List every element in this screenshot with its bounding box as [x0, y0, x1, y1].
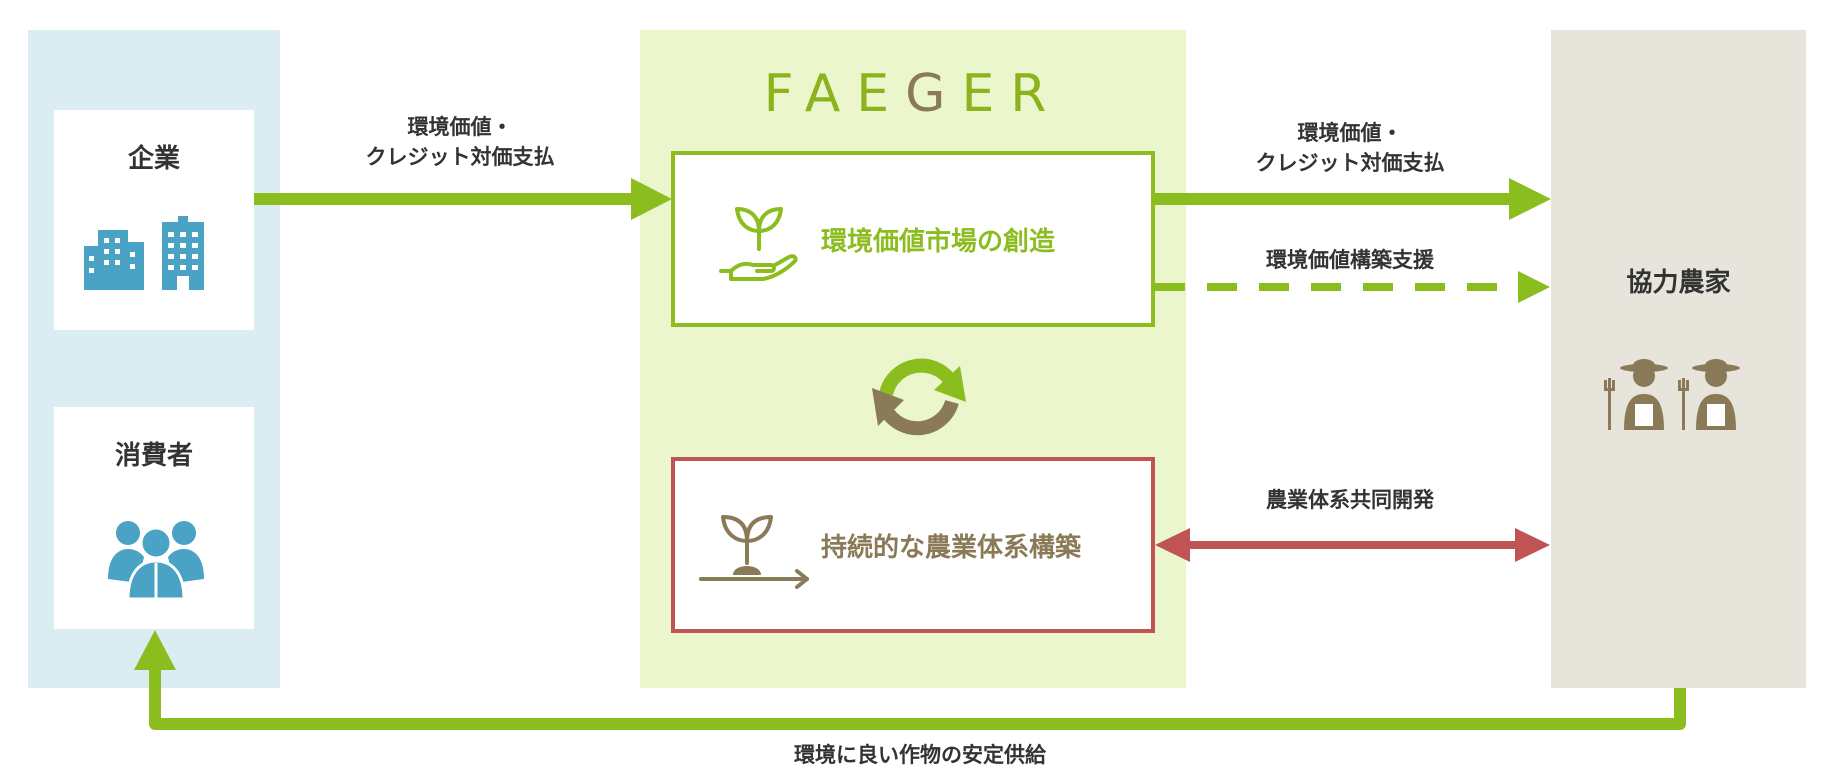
payment-label-right-line1: 環境価値・ [1297, 121, 1403, 145]
consumer-label: 消費者 [114, 441, 193, 471]
supply-label: 環境に良い作物の安定供給 [794, 743, 1046, 767]
supply-arrow [134, 630, 1686, 730]
support-label: 環境価値構築支援 [1266, 248, 1434, 272]
sustainable-box-title: 持続的な農業体系構築 [821, 533, 1082, 563]
support-dashed-arrow [1155, 271, 1550, 303]
co-development-label: 農業体系共同開発 [1266, 488, 1434, 512]
sustainable-system-box: 持続的な農業体系構築 [671, 457, 1155, 633]
sprout-growth-icon [699, 515, 809, 589]
payment-label-right-line2: クレジット対価支払 [1255, 151, 1445, 176]
co-development-arrow [1155, 528, 1550, 562]
payment-arrow-left [254, 178, 672, 220]
payment-arrow-right [1155, 178, 1551, 220]
payment-label-left-line1: 環境価値・ [407, 115, 513, 139]
buildings-icon [84, 216, 204, 290]
people-group-icon [108, 521, 204, 601]
consumer-card: 消費者 [54, 407, 254, 629]
market-box-title: 環境価値市場の創造 [821, 227, 1056, 257]
farmers-label: 協力農家 [1626, 268, 1731, 298]
farmers-icon [1604, 359, 1740, 430]
company-label: 企業 [127, 144, 180, 174]
payment-label-left-line2: クレジット対価支払 [365, 145, 555, 170]
sprout-in-hand-icon [719, 207, 798, 281]
farmers-panel [1551, 30, 1806, 688]
payment-label-left: 環境価値・ クレジット対価支払 [320, 112, 600, 173]
company-card: 企業 [54, 110, 254, 330]
market-creation-box: 環境価値市場の創造 [671, 151, 1155, 327]
faeger-logo: FAEGER [763, 64, 1063, 124]
payment-label-right: 環境価値・ クレジット対価支払 [1210, 118, 1490, 179]
cycle-arrows-icon [872, 358, 966, 436]
